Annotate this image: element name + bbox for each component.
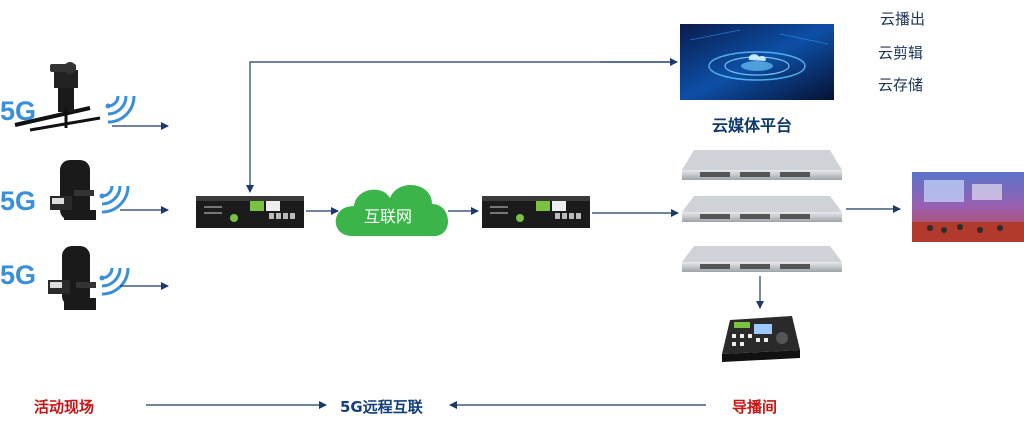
router-5g-icon [482,196,590,228]
signal-icon [99,185,130,214]
control-room-label: 导播间 [732,398,778,416]
cloud-platform-screen-icon [680,24,834,100]
video-switcher-panel-icon [722,316,800,362]
internet-cloud-icon [335,185,449,236]
signal-icon [105,95,136,124]
event-site-label: 活动现场 [34,398,95,416]
signal-icon [99,267,130,296]
server-icon [682,246,842,272]
cloud-function-storage: 云存储 [878,76,924,94]
label-5g: 5G [0,260,37,290]
internet-label: 互联网 [364,207,413,226]
cloud-function-playout: 云播出 [880,10,926,28]
camera-ptz-robot-icon [48,246,96,310]
camera-jib-dolly-icon [14,62,101,132]
server-icon [682,196,842,222]
event-venue-image [912,172,1024,242]
router-5g-icon [196,196,304,228]
cloud-platform-title: 云媒体平台 [712,116,793,135]
cloud-function-editing: 云剪辑 [878,44,924,62]
label-5g: 5G [0,96,37,126]
label-5g: 5G [0,186,37,216]
uplink-line [246,61,676,193]
server-icon [682,150,842,180]
remote-link-label: 5G远程互联 [340,398,423,416]
camera-ptz-robot-icon [50,160,96,220]
